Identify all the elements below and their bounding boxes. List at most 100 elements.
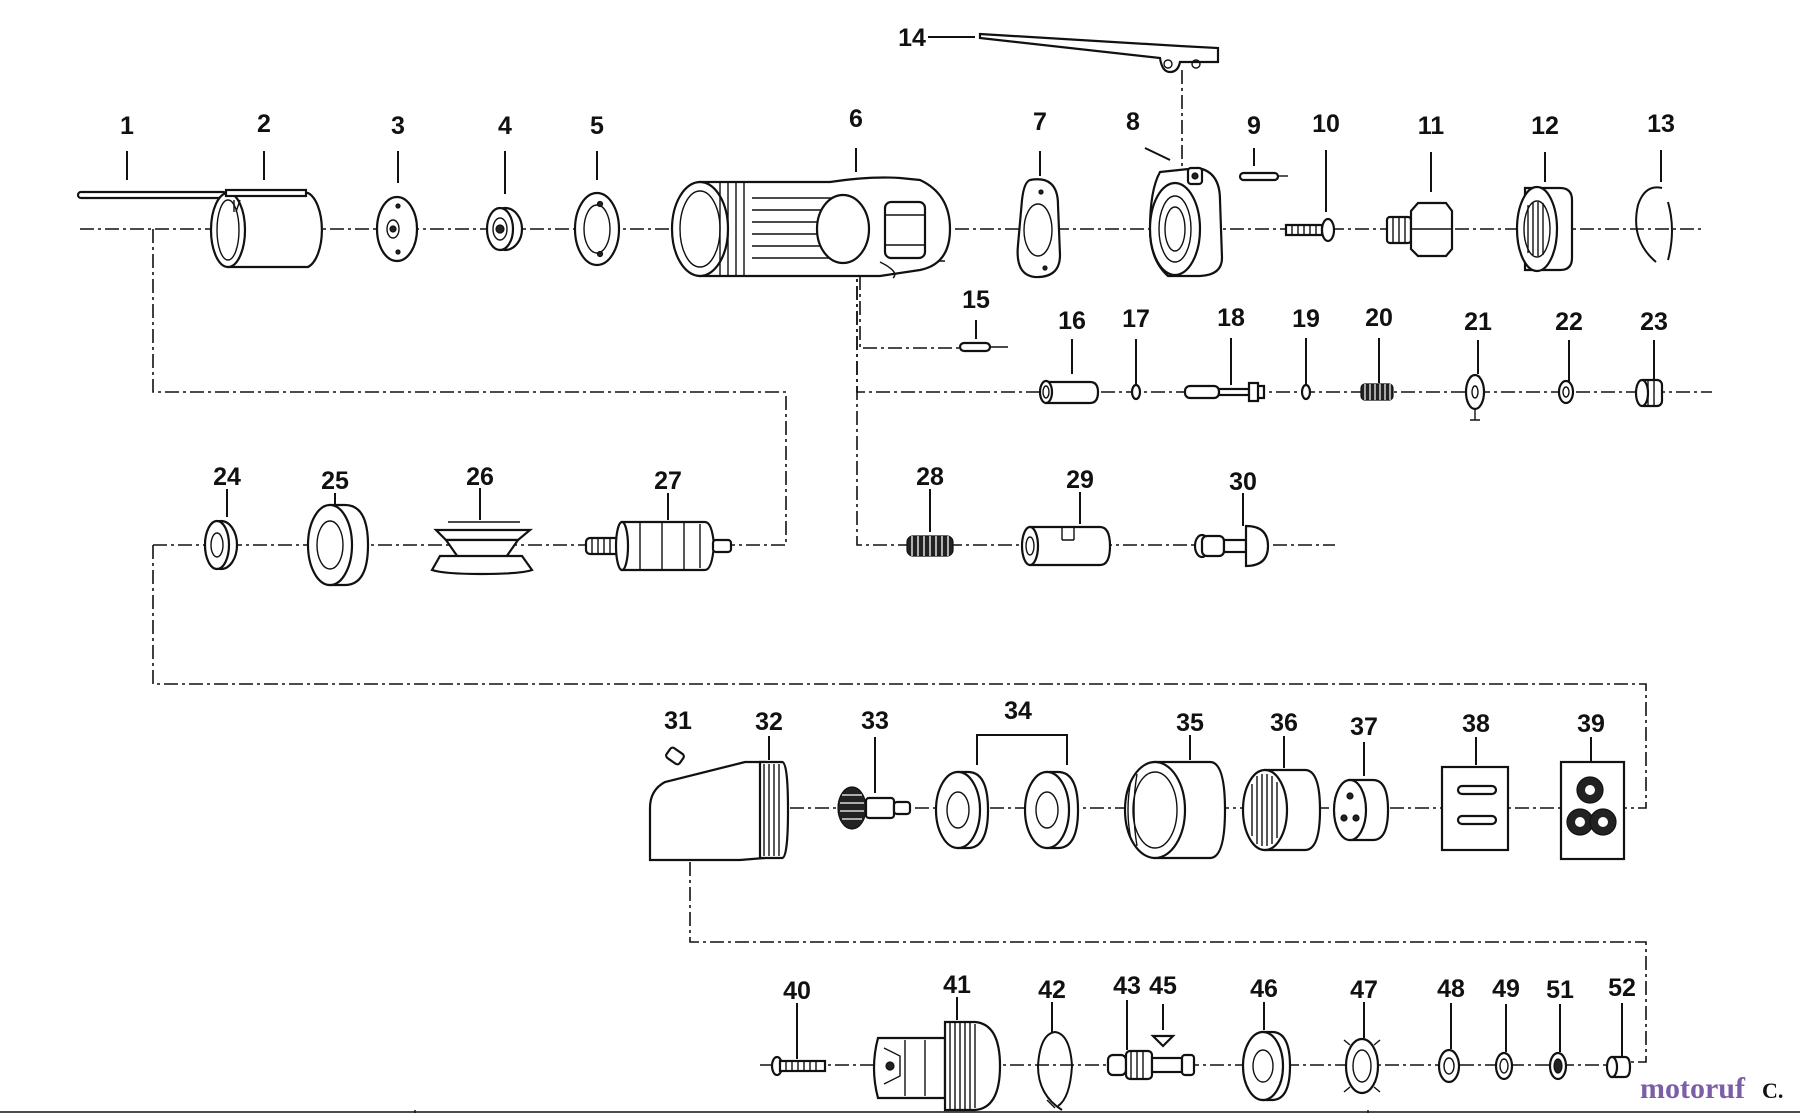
part-36-ball	[1150, 1034, 1176, 1048]
part-31-angle-head	[648, 760, 790, 862]
callout-49: 10	[1312, 110, 1340, 138]
callout-16: 26	[466, 463, 494, 491]
callout-37: 52	[1608, 974, 1636, 1002]
callout-12: 21	[1464, 308, 1492, 336]
callout-24: 38	[1462, 710, 1490, 738]
callout-46: 23	[1640, 308, 1668, 336]
part-47-retaining-ring	[1635, 186, 1673, 263]
part-18-cylinder	[209, 188, 323, 269]
part-37-bushing	[1605, 1055, 1632, 1079]
callout-36: 45	[1149, 972, 1177, 1000]
callout-39: 41	[943, 971, 971, 999]
callout-33: 49	[1492, 975, 1520, 1003]
callout-23: 39	[1577, 710, 1605, 738]
callout-47: 13	[1647, 110, 1675, 138]
callout-38: 42	[1038, 976, 1066, 1004]
part-1-motor-housing	[670, 176, 952, 279]
callout-27: 34	[1004, 697, 1032, 725]
callout-28: 48	[1437, 975, 1465, 1003]
part-25-planet-carrier	[1332, 778, 1390, 842]
callout-7: 19	[1292, 305, 1320, 333]
part-38-circlip	[1036, 1030, 1074, 1111]
callout-42: 7	[1033, 108, 1047, 136]
callout-19: 25	[321, 467, 349, 495]
part-41-pin	[958, 341, 1008, 353]
part-5-valve-stem	[1183, 381, 1266, 403]
callout-20: 24	[213, 463, 241, 491]
callout-43: 8	[1126, 108, 1140, 136]
part-28-washer	[1437, 1048, 1461, 1084]
part-21-bearing	[1241, 1030, 1292, 1102]
callout-1: 6	[849, 105, 863, 133]
callout-5: 18	[1217, 304, 1245, 332]
callout-3: 11	[1418, 112, 1445, 140]
watermark-suffix: C.	[1762, 1078, 1783, 1103]
row-1-parts	[76, 166, 1673, 279]
callout-31: 32	[755, 708, 783, 736]
callout-numbers: 1 2 3 4 5 6 7 8 9 10 11 12 13 14 15 16 1…	[120, 24, 1675, 1005]
callout-4: 14	[898, 24, 926, 52]
part-24-pin-set	[1440, 765, 1510, 852]
callout-40: 40	[783, 977, 811, 1005]
part-27-bearing-right	[1023, 770, 1080, 850]
part-23-planet-gears	[1559, 760, 1626, 861]
callout-48: 12	[1531, 112, 1559, 140]
part-30-bevel-gear-shaft	[837, 786, 912, 830]
part-20-bearing	[203, 519, 239, 571]
part-14-end-plate	[375, 195, 419, 263]
part-7-o-ring	[1300, 383, 1312, 401]
callout-30: 33	[861, 707, 889, 735]
callout-32: 43	[1113, 972, 1141, 1000]
callout-2: 9	[1247, 112, 1261, 140]
watermark: motoruf C.	[1640, 1072, 1783, 1105]
part-52-bushing	[1020, 525, 1112, 567]
callout-25: 37	[1350, 713, 1378, 741]
part-19-seal	[306, 503, 370, 587]
callout-26: 35	[1176, 709, 1204, 737]
callout-51: 28	[916, 463, 944, 491]
callout-34: 47	[1350, 976, 1378, 1004]
row-4-parts	[648, 734, 1626, 862]
callout-35: 51	[1546, 976, 1574, 1004]
part-46-plug	[1634, 378, 1664, 408]
part-22-internal-gear	[1241, 768, 1322, 852]
part-3-fitting	[1385, 201, 1454, 258]
part-42-gasket	[1016, 178, 1062, 279]
part-27-bearing-left	[934, 770, 990, 850]
part-43-valve-housing	[1148, 166, 1224, 278]
part-34-bevel-gear	[1343, 1037, 1381, 1095]
part-48-threaded-nut	[1515, 185, 1574, 273]
part-6-sleeve	[1038, 379, 1100, 405]
part-12-plate	[1464, 373, 1486, 421]
part-4-lever	[978, 32, 1220, 74]
part-51-spring	[906, 535, 954, 557]
part-16-pulley	[430, 521, 534, 576]
part-26-ring-gear-housing	[1123, 760, 1227, 860]
row-5-parts	[770, 1020, 1632, 1112]
bracket-27	[976, 734, 1068, 765]
part-33-washer	[1494, 1051, 1514, 1081]
part-13-bearing	[485, 206, 524, 252]
callout-13: 4	[498, 112, 512, 140]
part-9-o-ring	[1130, 383, 1142, 401]
part-40-screw	[770, 1055, 827, 1077]
part-15-rotor	[584, 520, 733, 572]
callout-9: 17	[1122, 305, 1150, 333]
part-2-pin	[1238, 171, 1288, 182]
callout-29: 31	[664, 707, 692, 735]
part-39-drill-chuck	[872, 1020, 1002, 1112]
part-45-washer	[1557, 379, 1575, 405]
callout-18: 2	[257, 110, 271, 138]
callout-21: 46	[1250, 975, 1278, 1003]
part-35-clip	[1548, 1051, 1568, 1081]
callout-10: 30	[1229, 468, 1257, 496]
callout-11: 5	[590, 112, 604, 140]
watermark-text: motoruf	[1640, 1072, 1746, 1105]
callout-22: 36	[1270, 709, 1298, 737]
callout-45: 22	[1555, 308, 1583, 336]
callout-41: 15	[962, 286, 990, 314]
part-32-spindle	[1106, 1049, 1196, 1081]
callout-8: 20	[1365, 304, 1393, 332]
row-2-parts	[958, 341, 1664, 421]
